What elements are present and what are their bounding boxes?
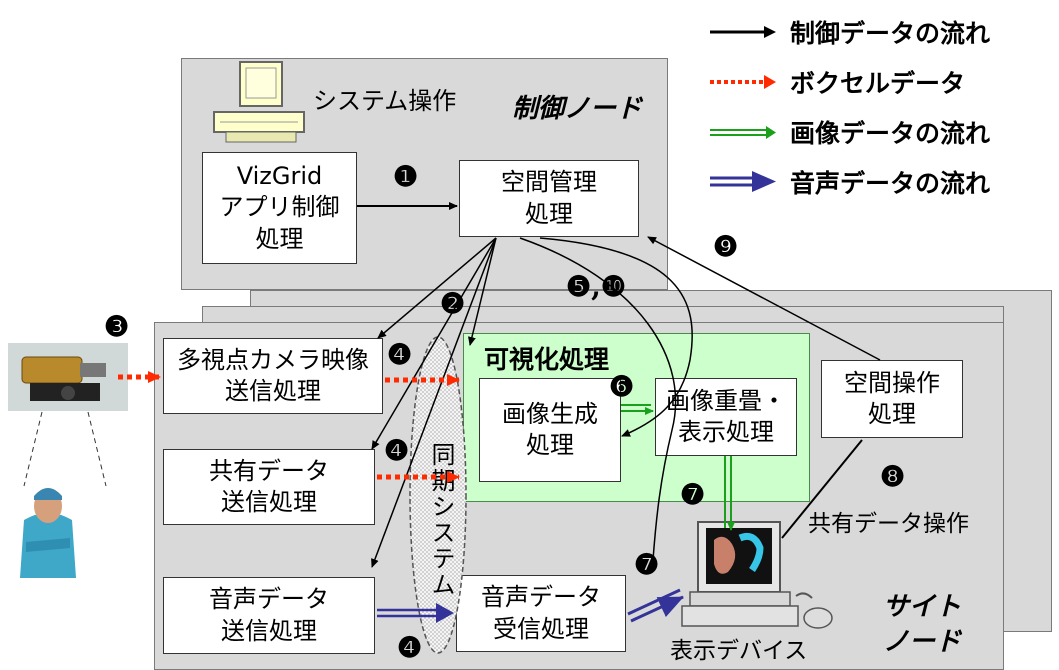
space-operation-box: 空間操作 処理 <box>821 360 963 438</box>
legend-label: 制御データの流れ <box>790 19 991 48</box>
arrow-mgmt-to-image-gen <box>539 237 693 437</box>
image-generation-box: 画像生成 処理 <box>479 378 621 482</box>
marker-2: ❷ <box>440 287 466 320</box>
display-device-label: 表示デバイス <box>670 638 808 664</box>
marker-3: ❸ <box>104 310 130 343</box>
arrow-mgmt-to-audio <box>371 237 497 568</box>
legend-label: 音声データの流れ <box>790 169 991 198</box>
display-monitor-icon <box>681 521 799 627</box>
marker-4-camera: ❹ <box>387 338 413 371</box>
computer-terminal-icon <box>213 61 305 143</box>
visualization-title: 可視化処理 <box>484 345 610 374</box>
video-camera-icon <box>8 343 128 411</box>
control-node-title: 制御ノード <box>512 94 643 124</box>
marker-6: ❻ <box>609 370 635 403</box>
shared-data-send-box: 共有データ 送信処理 <box>163 449 375 525</box>
marker-4-audio: ❹ <box>397 631 423 664</box>
legend-label: ボクセルデータ <box>790 69 966 98</box>
audio-arrow-send-head <box>436 603 454 623</box>
camera-view-cone <box>23 411 107 487</box>
multi-camera-send-box: 多視点カメラ映像 送信処理 <box>163 338 383 414</box>
arrow-mgmt-to-shared <box>371 237 497 450</box>
arrow-display-to-space-op <box>781 439 863 539</box>
image-flow-arrow-icon <box>710 126 776 139</box>
marker-7-display: ❼ <box>680 478 706 511</box>
marker-4-shared: ❹ <box>384 434 410 467</box>
audio-arrow-recv-1 <box>627 588 681 616</box>
sync-system-label: 同期システム <box>427 442 455 598</box>
site-node-title: サイト ノード <box>883 592 962 658</box>
system-operation-label: システム操作 <box>313 87 457 115</box>
surgeon-figure-icon <box>20 488 76 578</box>
marker-8: ❽ <box>880 460 906 493</box>
audio-receive-box: 音声データ 受信処理 <box>456 575 626 652</box>
audio-flow-arrow-icon <box>710 171 776 192</box>
shared-data-operation-label: 共有データ操作 <box>808 511 969 537</box>
legend-label: 画像データの流れ <box>790 119 991 148</box>
marker-7-audio: ❼ <box>634 548 660 581</box>
sync-system-ellipse <box>409 336 467 654</box>
legend-item-audio: 音声データの流れ <box>708 164 990 200</box>
arrow-mgmt-to-display <box>519 237 677 561</box>
legend-item-control: 制御データの流れ <box>708 14 990 50</box>
arrow-mgmt-to-camera <box>377 237 497 339</box>
arrow-space-op-to-mgmt <box>647 236 881 361</box>
voxel-flow-arrow-icon <box>710 75 776 89</box>
legend-item-voxel: ボクセルデータ <box>708 64 965 100</box>
control-flow-arrow-icon <box>710 26 776 38</box>
audio-arrow-recv-2 <box>630 595 684 623</box>
arrow-mgmt-to-viz <box>468 237 497 346</box>
audio-send-box: 音声データ 送信処理 <box>163 577 375 654</box>
vizgrid-app-control-box: VizGrid アプリ制御 処理 <box>202 152 357 264</box>
legend-item-image: 画像データの流れ <box>708 114 990 150</box>
marker-1: ❶ <box>393 160 419 193</box>
marker-5-10: ❺,❿ <box>566 270 626 303</box>
space-management-box: 空間管理 処理 <box>459 160 639 237</box>
marker-9: ❾ <box>713 230 739 263</box>
mouse-icon <box>795 592 833 629</box>
